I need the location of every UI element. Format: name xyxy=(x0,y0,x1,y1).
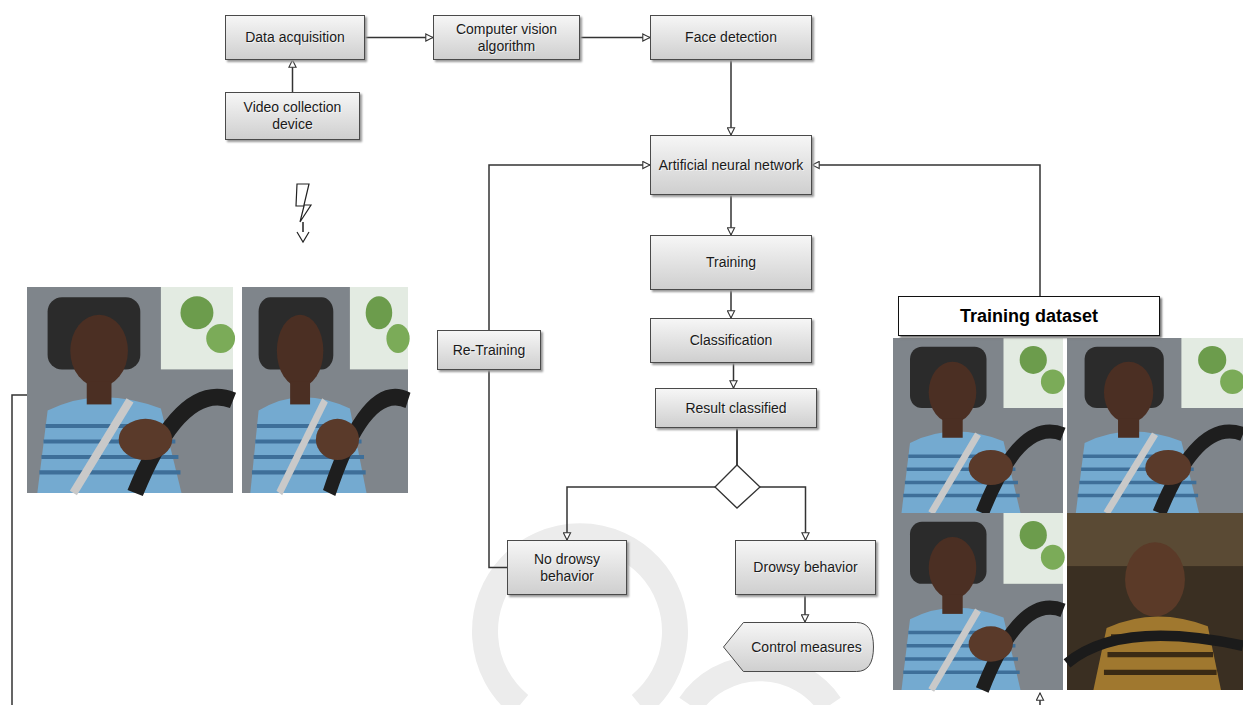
process-box: Data acquisition xyxy=(225,15,365,60)
node-label: Training dataset xyxy=(960,305,1098,327)
driver-photo xyxy=(27,287,235,493)
flow-arrow xyxy=(489,370,507,568)
flow-arrow xyxy=(737,428,806,540)
flow-arrow xyxy=(567,428,737,540)
flow-arrow xyxy=(489,165,650,330)
node-label: No drowsy behavior xyxy=(514,551,620,585)
node-label: Artificial neural network xyxy=(659,157,804,174)
process-box: Video collection device xyxy=(225,92,360,140)
flow-arrow xyxy=(733,363,735,388)
process-box: No drowsy behavior xyxy=(507,540,627,595)
lightning-symbol xyxy=(296,184,311,222)
node-label: Drowsy behavior xyxy=(753,559,857,576)
lightning-symbol xyxy=(297,232,309,242)
process-box: Face detection xyxy=(650,15,812,60)
dataset-photo xyxy=(1067,513,1243,690)
node-label: Data acquisition xyxy=(245,29,345,46)
decision-diamond xyxy=(715,465,760,508)
node-label: Video collection device xyxy=(232,99,353,133)
flow-arrow xyxy=(580,37,650,39)
node-label: Control measures xyxy=(751,639,862,656)
node-label: Classification xyxy=(690,332,772,349)
flow-arrow xyxy=(730,195,732,235)
process-box: Training xyxy=(650,235,812,290)
flow-arrow xyxy=(730,60,732,135)
dataset-photo xyxy=(1067,338,1243,513)
process-box: Result classified xyxy=(655,388,817,428)
flow-arrow xyxy=(804,595,806,622)
process-box: Classification xyxy=(650,318,812,363)
dataset-photo xyxy=(893,513,1065,690)
dataset-photo xyxy=(893,338,1065,513)
display-shape: Control measures xyxy=(722,622,875,672)
node-label: Computer vision algorithm xyxy=(440,21,573,55)
node-label: Face detection xyxy=(685,29,777,46)
leader-line xyxy=(1039,693,1041,705)
process-box: Re-Training xyxy=(437,330,541,370)
driver-photo xyxy=(242,287,410,493)
flow-arrow xyxy=(292,60,294,92)
process-box: Artificial neural network xyxy=(650,135,812,195)
dataset-box: Training dataset xyxy=(898,296,1160,336)
process-box: Computer vision algorithm xyxy=(433,15,580,60)
node-label: Training xyxy=(706,254,756,271)
leader-line xyxy=(12,395,27,705)
node-label: Re-Training xyxy=(453,342,526,359)
process-box: Drowsy behavior xyxy=(735,540,876,595)
flow-arrow xyxy=(365,37,433,39)
node-label: Result classified xyxy=(685,400,786,417)
flow-arrow xyxy=(812,165,1040,296)
flow-arrow xyxy=(730,290,732,318)
